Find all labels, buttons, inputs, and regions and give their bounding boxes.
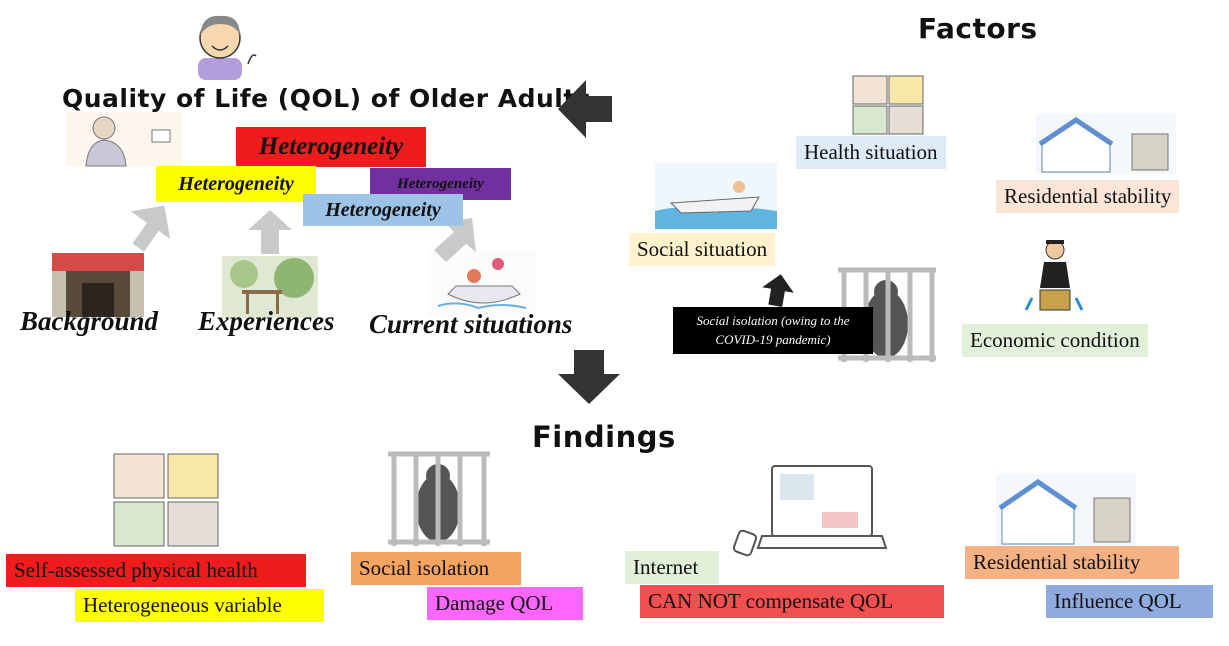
- factors-title: Factors: [918, 12, 1038, 45]
- influence-qol-label: Influence QOL: [1046, 585, 1213, 618]
- gray-arrow-current-icon: [434, 218, 476, 262]
- damage-qol-label: Damage QOL: [427, 587, 583, 620]
- small-up-arrow-icon: [762, 274, 794, 307]
- gray-arrow-experiences-icon: [248, 210, 292, 254]
- physical-health-finding-label: Self-assessed physical health: [6, 554, 306, 587]
- social-situation-label: Social situation: [629, 233, 776, 266]
- heterogeneity-red-label: Heterogeneity: [236, 127, 426, 167]
- experiences-park-image: [222, 256, 318, 318]
- background-label: Background: [20, 306, 159, 336]
- findings-title: Findings: [532, 420, 676, 454]
- health-situation-label: Health situation: [796, 136, 946, 169]
- economic-podium-illustration: [1024, 240, 1084, 311]
- left-arrow-icon: [558, 80, 612, 138]
- economic-condition-label: Economic condition: [962, 324, 1148, 357]
- social-isolation-finding-label: Social isolation: [351, 552, 521, 585]
- current-situations-label: Current situations: [369, 309, 573, 339]
- older-adult-illustration: [198, 15, 257, 80]
- residential-houses-image: [1036, 114, 1176, 174]
- findings-health-illustration: [113, 453, 219, 547]
- heterogeneity-yellow-label: Heterogeneity: [156, 166, 316, 202]
- health-illustration-grid: [852, 75, 924, 135]
- findings-residential-image: [996, 474, 1136, 546]
- experiences-label: Experiences: [198, 306, 335, 336]
- gray-arrow-background-icon: [130, 205, 171, 252]
- down-arrow-icon: [558, 350, 620, 404]
- residential-stability-factor-label: Residential stability: [996, 180, 1180, 213]
- internet-finding-label: Internet: [625, 551, 719, 584]
- cannot-compensate-qol-label: CAN NOT compensate QOL: [640, 585, 944, 618]
- background-temple-image: [52, 253, 144, 317]
- findings-isolation-illustration: [388, 451, 490, 546]
- heterogeneity-blue-label: Heterogeneity: [303, 194, 463, 226]
- grandma-knitting-illustration: [66, 112, 182, 167]
- residential-stability-finding-label: Residential stability: [965, 546, 1179, 579]
- social-situation-boat-image: [655, 163, 777, 229]
- heterogeneous-variable-label: Heterogeneous variable: [75, 589, 324, 622]
- laptop-illustration: [732, 465, 888, 557]
- social-isolation-covid-label: Social isolation (owing to the COVID-19 …: [673, 307, 873, 354]
- qol-title: Quality of Life (QOL) of Older Adults: [62, 84, 592, 113]
